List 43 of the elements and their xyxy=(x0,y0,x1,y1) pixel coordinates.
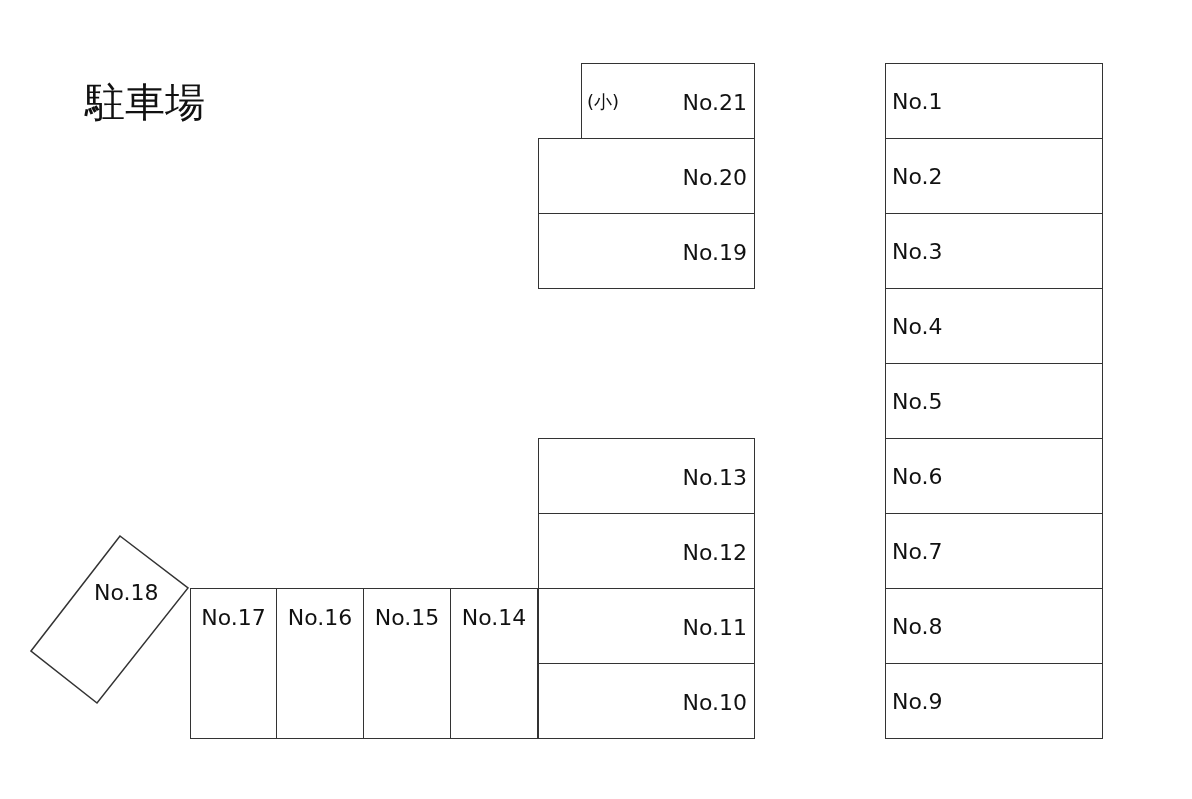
space-number: No.19 xyxy=(682,242,747,264)
parking-space xyxy=(885,363,1103,439)
parking-space xyxy=(538,663,755,739)
space-number: No.11 xyxy=(682,617,747,639)
space-number: No.10 xyxy=(682,692,747,714)
space-number: No.16 xyxy=(286,607,354,629)
space-number: No.6 xyxy=(892,466,943,488)
space-number: No.9 xyxy=(892,691,943,713)
parking-space xyxy=(450,588,538,739)
parking-space xyxy=(190,588,277,739)
parking-space xyxy=(538,588,755,664)
parking-space xyxy=(885,588,1103,664)
space-number: No.1 xyxy=(892,91,943,113)
parking-space xyxy=(885,513,1103,589)
space-number: No.17 xyxy=(200,607,267,629)
space-number: No.4 xyxy=(892,316,943,338)
parking-space xyxy=(885,288,1103,364)
parking-space xyxy=(538,438,755,514)
space-number: No.5 xyxy=(892,391,943,413)
parking-space xyxy=(538,513,755,589)
space-number: No.3 xyxy=(892,241,943,263)
space-number: No.14 xyxy=(460,607,528,629)
space-number: No.12 xyxy=(682,542,747,564)
parking-space xyxy=(885,138,1103,214)
parking-space xyxy=(538,138,755,214)
space-number: No.18 xyxy=(94,582,159,604)
space-number: No.7 xyxy=(892,541,943,563)
parking-space xyxy=(538,213,755,289)
size-note: (小) xyxy=(587,93,620,111)
parking-space xyxy=(885,63,1103,139)
space-number: No.15 xyxy=(373,607,441,629)
space-number: No.21 xyxy=(682,92,747,114)
parking-space xyxy=(581,63,755,139)
space-number: No.13 xyxy=(682,467,747,489)
map-title: 駐車場 xyxy=(85,78,205,127)
parking-space xyxy=(276,588,364,739)
space-number: No.2 xyxy=(892,166,943,188)
parking-space xyxy=(363,588,451,739)
space-number: No.20 xyxy=(682,167,747,189)
parking-space xyxy=(885,663,1103,739)
space-number: No.8 xyxy=(892,616,943,638)
parking-space xyxy=(885,438,1103,514)
parking-space xyxy=(885,213,1103,289)
